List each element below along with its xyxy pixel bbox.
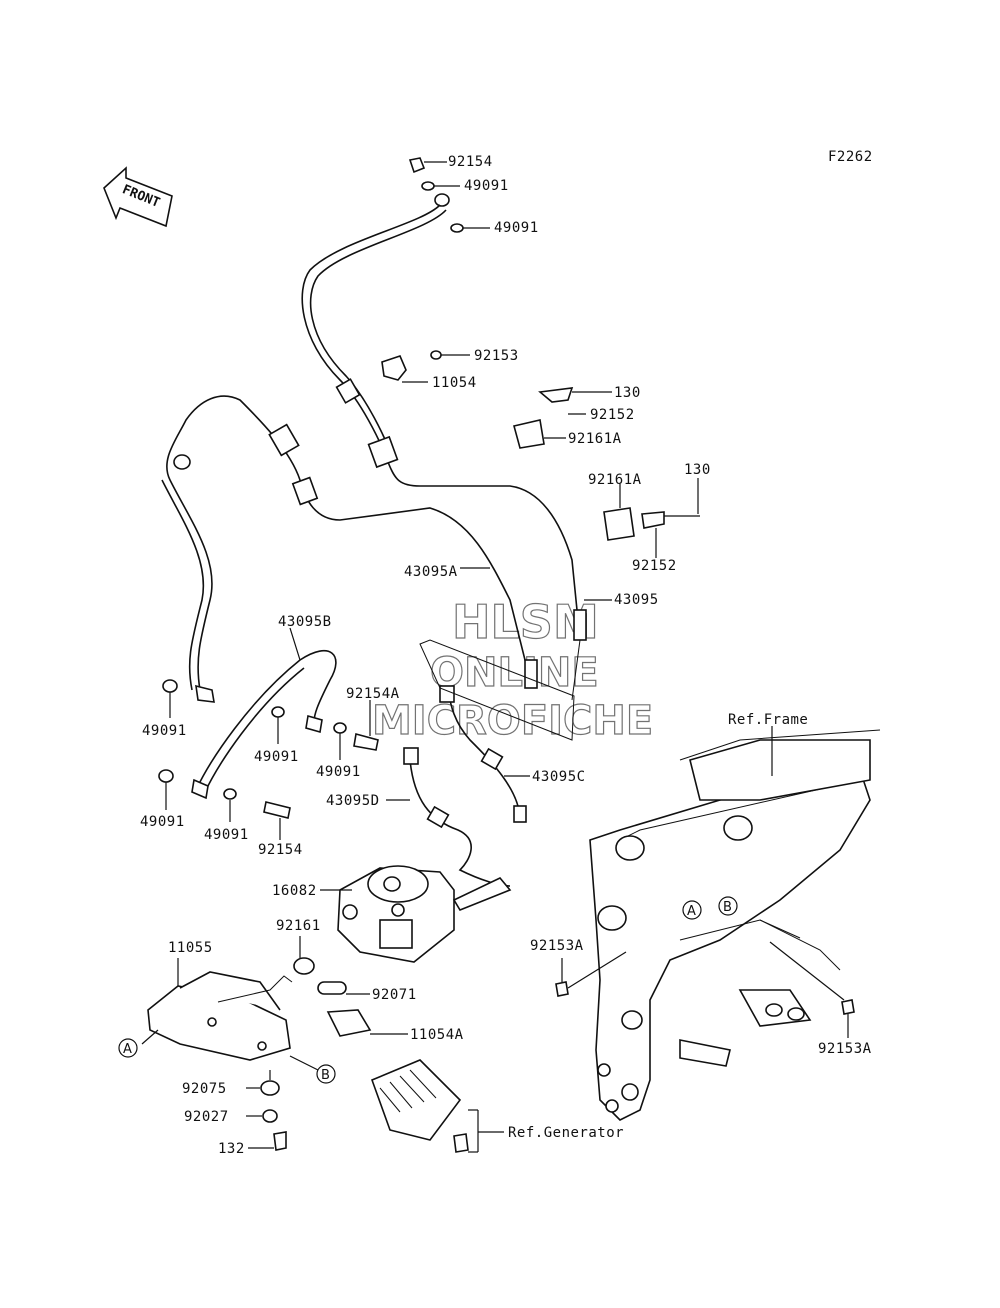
label-92071: 92071 (372, 987, 417, 1003)
label-92161a-a: 92161A (568, 431, 622, 447)
label-49091-e: 49091 (316, 764, 361, 780)
label-ref-frame: Ref.Frame (728, 712, 808, 728)
label-43095: 43095 (614, 592, 659, 608)
svg-text:A: A (687, 904, 696, 919)
watermark-line-3: MICROFICHE (372, 698, 653, 744)
label-49091-g: 49091 (204, 827, 249, 843)
brackets-top-right (381, 350, 700, 558)
hose-43095c-d (403, 685, 527, 887)
front-arrow-icon: FRONT (103, 166, 173, 228)
label-49091-d: 49091 (254, 749, 299, 765)
label-92154-b: 92154 (258, 842, 303, 858)
washers-left (158, 679, 379, 840)
regulator (370, 1059, 504, 1153)
callout-b-left: B (316, 1064, 336, 1084)
label-92154-top: 92154 (448, 154, 493, 170)
label-92075: 92075 (182, 1081, 227, 1097)
svg-text:A: A (123, 1042, 132, 1057)
figure-code: F2262 (828, 149, 873, 165)
callout-b-frame: B (718, 896, 738, 916)
callout-a-frame: A (682, 900, 702, 920)
label-16082: 16082 (272, 883, 317, 899)
label-43095a: 43095A (404, 564, 458, 580)
label-49091-c: 49091 (142, 723, 187, 739)
banjo-bolt-top (408, 157, 490, 233)
label-49091-b: 49091 (494, 220, 539, 236)
lower-hardware (246, 936, 408, 1151)
hose-43095 (301, 204, 587, 641)
label-43095d: 43095D (326, 793, 380, 809)
svg-text:B: B (723, 900, 732, 915)
label-92161: 92161 (276, 918, 321, 934)
label-92161a-b: 92161A (588, 472, 642, 488)
label-92153: 92153 (474, 348, 519, 364)
label-49091-f: 49091 (140, 814, 185, 830)
label-92152-b: 92152 (632, 558, 677, 574)
label-11055: 11055 (168, 940, 213, 956)
svg-text:B: B (321, 1068, 330, 1083)
label-43095c: 43095C (532, 769, 586, 785)
label-43095b: 43095B (278, 614, 332, 630)
label-132: 132 (218, 1141, 245, 1157)
label-11054: 11054 (432, 375, 477, 391)
label-92152-a: 92152 (590, 407, 635, 423)
label-ref-generator: Ref.Generator (508, 1125, 624, 1141)
label-92027: 92027 (184, 1109, 229, 1125)
label-49091-a: 49091 (464, 178, 509, 194)
label-92153a-a: 92153A (530, 938, 584, 954)
abs-unit (320, 865, 512, 963)
bracket-11055 (141, 958, 319, 1071)
label-130-b: 130 (684, 462, 711, 478)
label-92153a-b: 92153A (818, 1041, 872, 1057)
watermark: HLSM ONLINE MICROFICHE (371, 594, 653, 744)
label-92154a: 92154A (346, 686, 400, 702)
hose-43095a (161, 395, 538, 703)
label-130-a: 130 (614, 385, 641, 401)
frame (555, 726, 881, 1121)
hose-43095b (191, 627, 337, 800)
label-11054a: 11054A (410, 1027, 464, 1043)
callout-a-left: A (118, 1038, 138, 1058)
